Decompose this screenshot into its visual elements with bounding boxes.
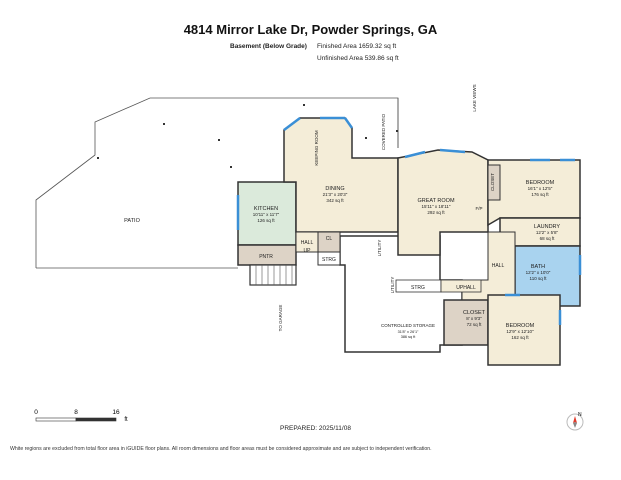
dining-name: DINING	[325, 186, 344, 192]
storage-area	[339, 235, 463, 353]
stairs	[249, 264, 297, 286]
bedroom2-dims: 12'9" x 12'10"	[506, 329, 534, 334]
compass-icon: N	[566, 412, 584, 431]
closet-dims: 8' x 9'3"	[466, 316, 482, 321]
to-garage-label: TO GARAGE	[278, 305, 283, 332]
dining-area: 342 sq ft	[326, 198, 344, 203]
closet-small-label: CLOSET	[490, 173, 495, 191]
plan-title: 4814 Mirror Lake Dr, Powder Springs, GA	[183, 22, 438, 37]
footer-disclaimer: White regions are excluded from total fl…	[10, 446, 432, 452]
great-room-area: 292 sq ft	[427, 210, 445, 215]
compass-n: N	[578, 412, 582, 418]
closet-name: CLOSET	[463, 310, 486, 316]
room-labels: KITCHEN 10'11" x 11'7" 126 sq ft DINING …	[124, 84, 560, 340]
unfinished-area: Unfinished Area 539.86 sq ft	[317, 55, 399, 62]
patio-posts	[97, 104, 398, 168]
uphall-label: UPHALL	[456, 285, 476, 291]
laundry-name: LAUNDRY	[534, 224, 561, 230]
bedroom1-name: BEDROOM	[526, 180, 555, 186]
bedroom2-name: BEDROOM	[506, 323, 535, 329]
bedroom1-area: 176 sq ft	[531, 192, 549, 197]
great-room-name: GREAT ROOM	[417, 198, 454, 204]
covered-patio-label: COVERED PATIO	[381, 113, 386, 150]
scale-bar: 0 8 16 ft	[34, 409, 128, 423]
laundry-dims: 12'2" x 5'8"	[536, 230, 559, 235]
scale-0: 0	[34, 409, 38, 416]
laundry-area: 68 sq ft	[540, 236, 556, 241]
storage-dims: 31'8" x 26'1"	[398, 330, 419, 334]
windows	[236, 116, 582, 325]
bath-area: 110 sq ft	[530, 276, 548, 281]
up-label: UP	[304, 248, 312, 254]
cl-label: CL	[326, 236, 333, 242]
uphall-area	[440, 279, 482, 293]
utility-label-1: UTILITY	[377, 240, 382, 257]
bedroom-room-2	[487, 294, 561, 366]
strg-label-1: STRG	[322, 257, 336, 263]
bath-name: BATH	[531, 264, 545, 270]
strg-area	[317, 251, 341, 266]
storage-name: CONTROLLED STORAGE	[381, 323, 435, 328]
kitchen-dims: 10'11" x 11'7"	[253, 212, 280, 217]
patio-label: PATIO	[124, 218, 140, 224]
closet-small	[487, 164, 501, 201]
bath-dims: 12'2" x 10'0"	[526, 270, 551, 275]
scale-16: 16	[112, 409, 120, 416]
level-label: Basement (Below Grade)	[230, 43, 307, 50]
lake-views-label: LAKE VIEWS	[472, 84, 477, 111]
pntr-label: PNTR	[259, 254, 273, 260]
hall-label-1: HALL	[301, 240, 314, 246]
bedroom2-area: 162 sq ft	[511, 335, 529, 340]
finished-area: Finished Area 1659.32 sq ft	[317, 43, 397, 50]
storage-area-label: 386 sq ft	[401, 335, 417, 339]
strg-label-2: STRG	[411, 285, 425, 291]
fp-label: F/P	[475, 206, 482, 211]
dining-dims: 21'3" x 20'3"	[323, 192, 348, 197]
utility-label-2: UTILITY	[390, 277, 395, 294]
prepared-date: PREPARED: 2025/11/08	[280, 425, 351, 432]
kitchen-name: KITCHEN	[254, 206, 278, 212]
patio-outline	[35, 97, 399, 269]
cl-area	[317, 231, 341, 253]
bedroom1-dims: 16'1" x 12'5"	[528, 186, 553, 191]
great-room-dims: 15'11" x 18'11"	[421, 204, 450, 209]
keeping-room-label: KEEPING ROOM	[314, 130, 319, 166]
kitchen-area: 126 sq ft	[257, 218, 275, 223]
hall-label-2: HALL	[492, 263, 505, 269]
scale-8: 8	[74, 409, 78, 416]
scale-unit: ft	[124, 417, 128, 423]
closet-area: 72 sq ft	[467, 322, 483, 327]
